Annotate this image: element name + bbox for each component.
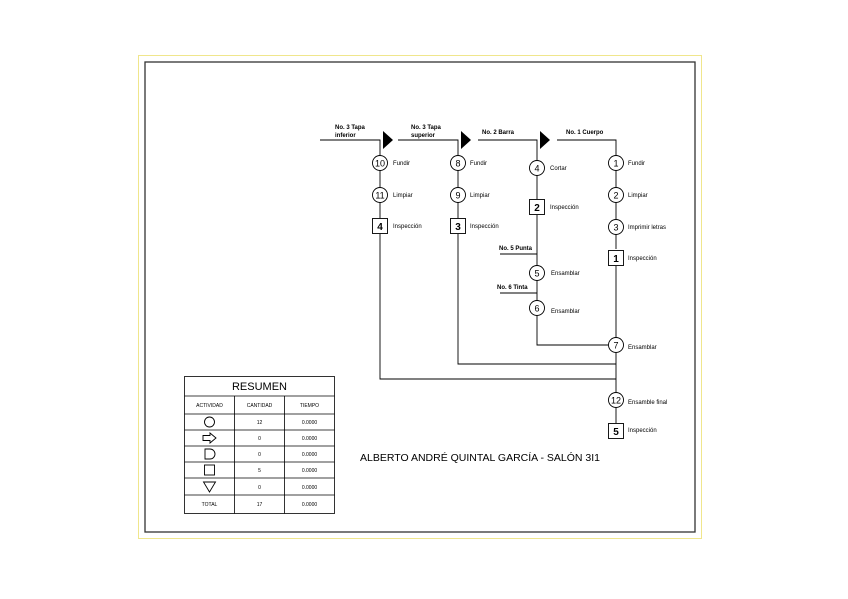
step-label: Inspección <box>550 205 579 211</box>
summary-tiempo: 0.0000 <box>302 452 318 458</box>
summary-cantidad: 12 <box>257 420 263 426</box>
arrow-icon <box>540 131 550 149</box>
operation-circle-icon <box>608 392 624 408</box>
step-label: Ensamblar <box>551 271 580 277</box>
step-label: Limpiar <box>628 193 648 199</box>
summary-tiempo: 0.0000 <box>302 468 318 474</box>
step-number: 4 <box>534 164 539 174</box>
input-label-b1: No. 3 Tapa <box>411 125 442 131</box>
step-number: 9 <box>455 191 460 201</box>
operation-circle-icon <box>450 187 466 203</box>
inspection-square-icon <box>204 464 215 476</box>
summary-tiempo: 0.0000 <box>302 436 318 442</box>
operation-circle-icon <box>372 155 388 171</box>
delay-d-icon <box>204 448 216 460</box>
step-label: Limpiar <box>393 193 413 199</box>
step-number: 3 <box>613 223 618 233</box>
step-number: 11 <box>375 191 384 201</box>
step-label: Limpiar <box>470 193 490 199</box>
input-label-b2: superior <box>411 133 436 139</box>
summary-total-label: TOTAL <box>202 502 218 508</box>
arrow-icon <box>461 131 471 149</box>
column-c: 4 Cortar 2 Inspección 5 Ensamblar 6 Ensa… <box>529 160 580 316</box>
summary-header-actividad: ACTIVIDAD <box>196 403 223 409</box>
input-label-c: No. 2 Barra <box>482 130 515 136</box>
step-number: 1 <box>613 254 619 265</box>
operation-circle-icon <box>529 160 545 176</box>
operation-circle-icon <box>529 300 545 316</box>
step-label: Ensamblar <box>551 309 580 315</box>
step-number: 1 <box>613 159 618 169</box>
step-label: Inspección <box>628 256 657 262</box>
step-label: Inspección <box>393 224 422 230</box>
step-label: Cortar <box>550 166 567 172</box>
step-number: 3 <box>455 222 461 233</box>
step-number: 5 <box>613 427 619 438</box>
operation-circle-icon <box>204 416 215 428</box>
step-label: Fundir <box>470 161 487 167</box>
step-label: Ensamblar <box>628 345 657 351</box>
summary-header-tiempo: TIEMPO <box>300 403 319 409</box>
step-number: 6 <box>534 304 539 314</box>
summary-tiempo: 0.0000 <box>302 420 318 426</box>
summary-table <box>184 376 335 514</box>
summary-title: RESUMEN <box>232 381 287 393</box>
inspection-square-icon <box>529 199 545 215</box>
inspection-square-icon <box>608 250 624 266</box>
flow-arrows <box>383 131 550 149</box>
summary-tiempo: 0.0000 <box>302 485 318 491</box>
operation-circle-icon <box>608 187 624 203</box>
author-caption: ALBERTO ANDRÉ QUINTAL GARCÍA - SALÓN 3I1 <box>360 451 600 464</box>
step-number: 2 <box>613 191 618 201</box>
step-label: Ensamble final <box>628 400 667 406</box>
step-number: 4 <box>377 222 383 233</box>
transport-arrow-icon <box>202 432 217 444</box>
inspection-square-icon <box>372 218 388 234</box>
step-number: 2 <box>534 203 540 214</box>
side-input-label-punta: No. 5 Punta <box>499 246 533 252</box>
operation-circle-icon <box>450 155 466 171</box>
inspection-square-icon <box>450 218 466 234</box>
outer-frame <box>138 55 702 539</box>
flow-lines <box>320 139 617 423</box>
step-label: Fundir <box>628 161 645 167</box>
summary-cantidad: 0 <box>258 452 261 458</box>
step-label: Inspección <box>470 224 499 230</box>
operation-circle-icon <box>608 219 624 235</box>
summary-total-tiempo: 0.0000 <box>302 502 318 508</box>
arrow-icon <box>383 131 393 149</box>
input-label-a2: inferior <box>335 133 356 139</box>
summary-cantidad: 0 <box>258 485 261 491</box>
step-number: 8 <box>455 159 460 169</box>
summary-cantidad: 0 <box>258 436 261 442</box>
step-label: Inspección <box>628 428 657 434</box>
column-d: 1 Fundir 2 Limpiar 3 Imprimir letras 1 I… <box>608 155 667 439</box>
operation-circle-icon <box>529 265 545 281</box>
step-label: Fundir <box>393 161 410 167</box>
step-label: Imprimir letras <box>628 225 666 231</box>
column-b: 8 Fundir 9 Limpiar 3 Inspección <box>450 155 499 234</box>
step-number: 12 <box>611 396 621 406</box>
operation-circle-icon <box>608 337 624 353</box>
step-number: 10 <box>375 159 385 169</box>
column-a: 10 Fundir 11 Limpiar 4 Inspección <box>372 155 422 234</box>
operation-circle-icon <box>372 187 388 203</box>
summary-cantidad: 5 <box>258 468 261 474</box>
inner-frame <box>144 61 696 533</box>
step-number: 5 <box>534 269 539 279</box>
step-number: 7 <box>613 341 618 351</box>
summary-header-cantidad: CANTIDAD <box>247 403 273 409</box>
inspection-square-icon <box>608 423 624 439</box>
input-label-d: No. 1 Cuerpo <box>566 130 604 136</box>
side-input-label-tinta: No. 6 Tinta <box>497 285 528 291</box>
input-label-a1: No. 3 Tapa <box>335 125 366 131</box>
storage-triangle-icon <box>202 481 217 493</box>
summary-total-cantidad: 17 <box>257 502 263 508</box>
operation-circle-icon <box>608 155 624 171</box>
